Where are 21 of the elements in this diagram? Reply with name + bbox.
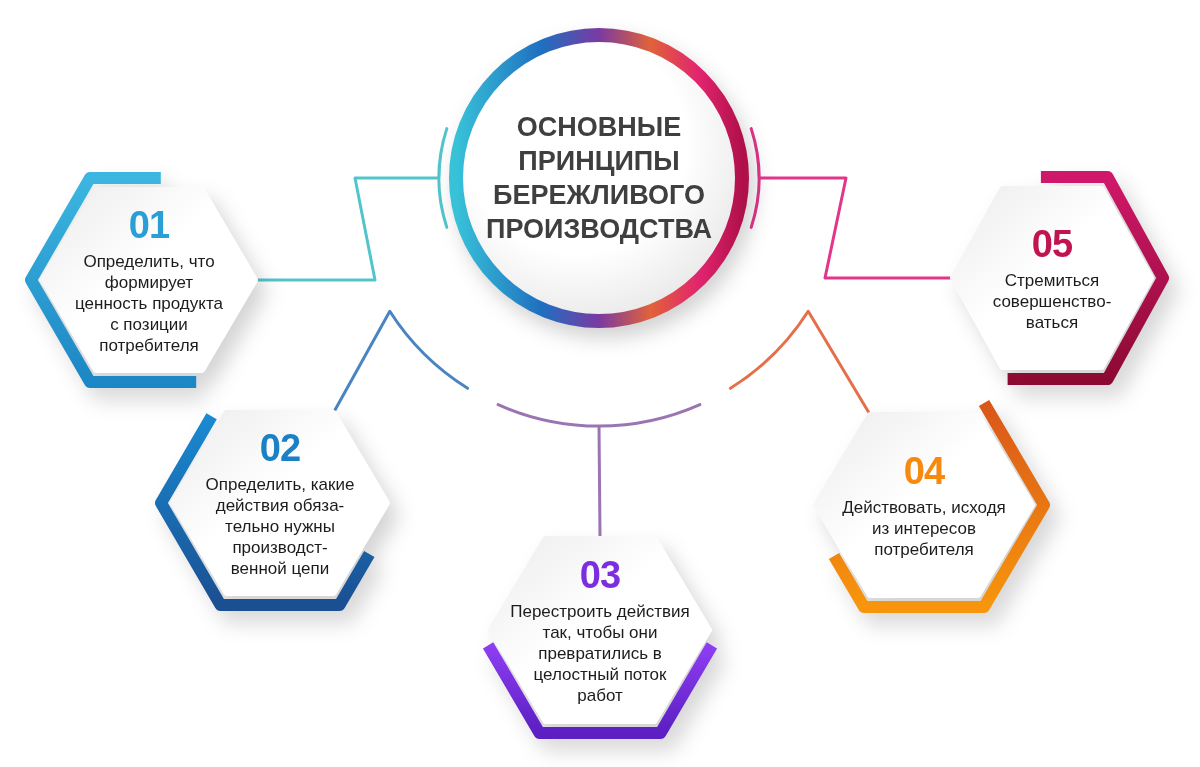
connector-line	[496, 403, 702, 538]
step-text: Определить, что формирует ценность продукта с позиции потребителя	[74, 250, 224, 356]
step-number: 05	[1031, 223, 1073, 264]
connector-line	[728, 309, 870, 414]
step-number: 03	[579, 554, 621, 595]
hexagon-card	[950, 171, 1169, 385]
connector-line	[749, 127, 952, 280]
center-circle	[449, 28, 749, 328]
connector-line	[333, 309, 470, 412]
step-text: Стремиться совершенство- ваться	[991, 269, 1113, 333]
step-number: 02	[259, 427, 301, 468]
circle-title: ОСНОВНЫЕ ПРИНЦИПЫ БЕРЕЖЛИВОГО ПРОИЗВОДСТВА	[484, 111, 714, 246]
hexagon-card	[25, 172, 258, 388]
step-text: Определить, какие действия обяза- тельно нужны производст- венной цепи	[204, 473, 356, 579]
step-number: 04	[903, 450, 945, 491]
step-number: 01	[128, 204, 170, 245]
hexagon-card	[813, 397, 1050, 613]
step-text: Перестроить действия так, чтобы они превратились в целостный поток работ	[509, 600, 691, 706]
connector-line	[256, 127, 449, 282]
step-text: Действовать, исходя из интересов потребителя	[841, 496, 1007, 560]
hexagon-card	[482, 536, 718, 739]
